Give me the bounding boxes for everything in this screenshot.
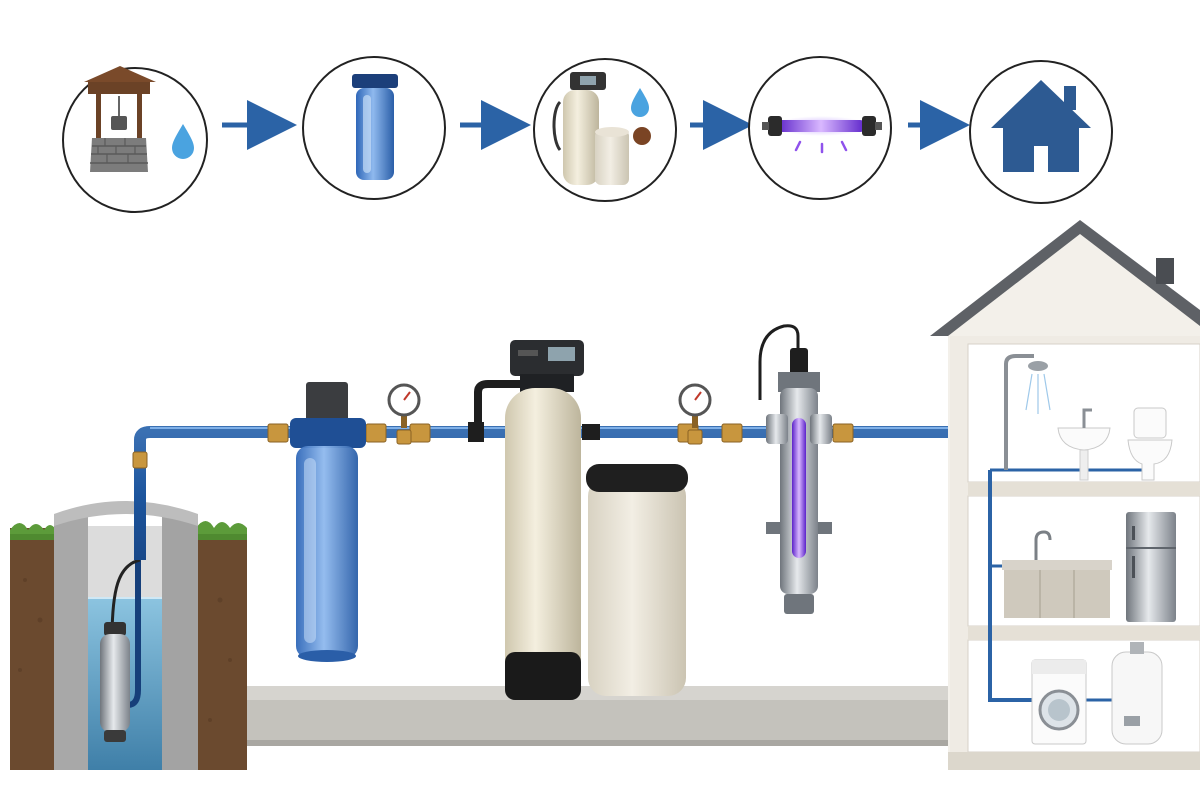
concrete-slab <box>205 686 950 746</box>
flow-step-water-softener <box>533 58 677 202</box>
house-icon <box>991 80 1091 172</box>
pressure-gauge-1 <box>387 383 421 445</box>
sediment-filter <box>290 382 366 662</box>
toilet <box>1127 407 1173 481</box>
shower <box>1004 354 1051 470</box>
well-icon <box>84 66 194 172</box>
water-softener-icon <box>552 72 651 185</box>
house-cutaway <box>930 220 1200 770</box>
water-softener <box>468 340 688 700</box>
softener-control-valve <box>510 340 584 392</box>
washing-machine <box>1031 659 1087 745</box>
flow-step-sediment-filter <box>302 56 446 200</box>
submersible-pump <box>100 622 130 742</box>
resin-tank <box>505 388 581 700</box>
pressure-gauge-2 <box>678 383 712 445</box>
flow-step-well <box>62 66 208 213</box>
well-cross-section <box>10 440 247 770</box>
water-heater <box>1111 642 1163 745</box>
bathroom-sink <box>1057 408 1111 481</box>
sediment-filter-icon <box>352 74 398 180</box>
uv-sterilizer-icon <box>762 116 882 154</box>
flow-step-uv-sterilizer <box>748 56 892 200</box>
well-casing-left <box>54 514 88 770</box>
well-casing-right <box>162 514 198 770</box>
refrigerator <box>1126 512 1176 622</box>
process-flow-row <box>62 56 1113 213</box>
uv-sterilizer <box>758 324 832 614</box>
kitchen-counter <box>1002 530 1112 618</box>
brine-tank <box>586 464 688 696</box>
flow-step-house <box>969 60 1113 204</box>
